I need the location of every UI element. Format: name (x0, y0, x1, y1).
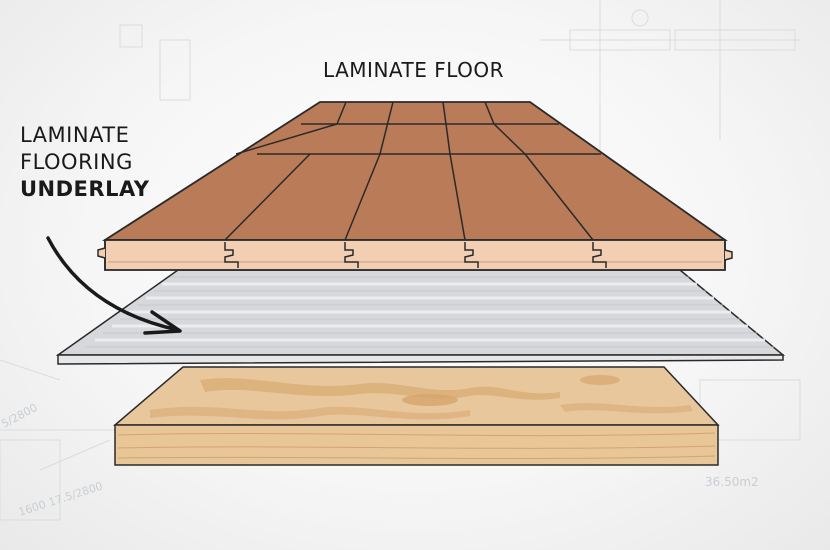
arrow-curve (46, 236, 180, 332)
underlay-label-line3: UNDERLAY (20, 177, 150, 201)
blueprint-background (0, 0, 801, 521)
underlay-sheet (55, 269, 786, 365)
bg-side-text: 5/2800 (0, 401, 40, 431)
laminate-front-edge (104, 239, 726, 271)
plank-seams (224, 101, 601, 241)
laminate-floor (97, 101, 733, 271)
underlay-edge (57, 354, 784, 365)
bg-dims-text: 1600 17.5/2800 (17, 479, 104, 518)
tongue-groove-joints (97, 240, 733, 270)
underlay-label-line1: LAMINATE (20, 123, 130, 147)
plywood-grain (200, 378, 560, 400)
bg-area-text: 36.50m2 (705, 475, 759, 489)
laminate-top (101, 101, 728, 241)
arrow-head-icon (143, 310, 182, 335)
plywood-subfloor (112, 366, 720, 466)
underlay-label: LAMINATE FLOORING UNDERLAY (20, 122, 149, 203)
plywood-front-edge (114, 424, 719, 466)
laminate-floor-label: LAMINATE FLOOR (323, 58, 505, 82)
underlay-arrow (46, 236, 182, 335)
underlay-label-line2: FLOORING (20, 150, 133, 174)
